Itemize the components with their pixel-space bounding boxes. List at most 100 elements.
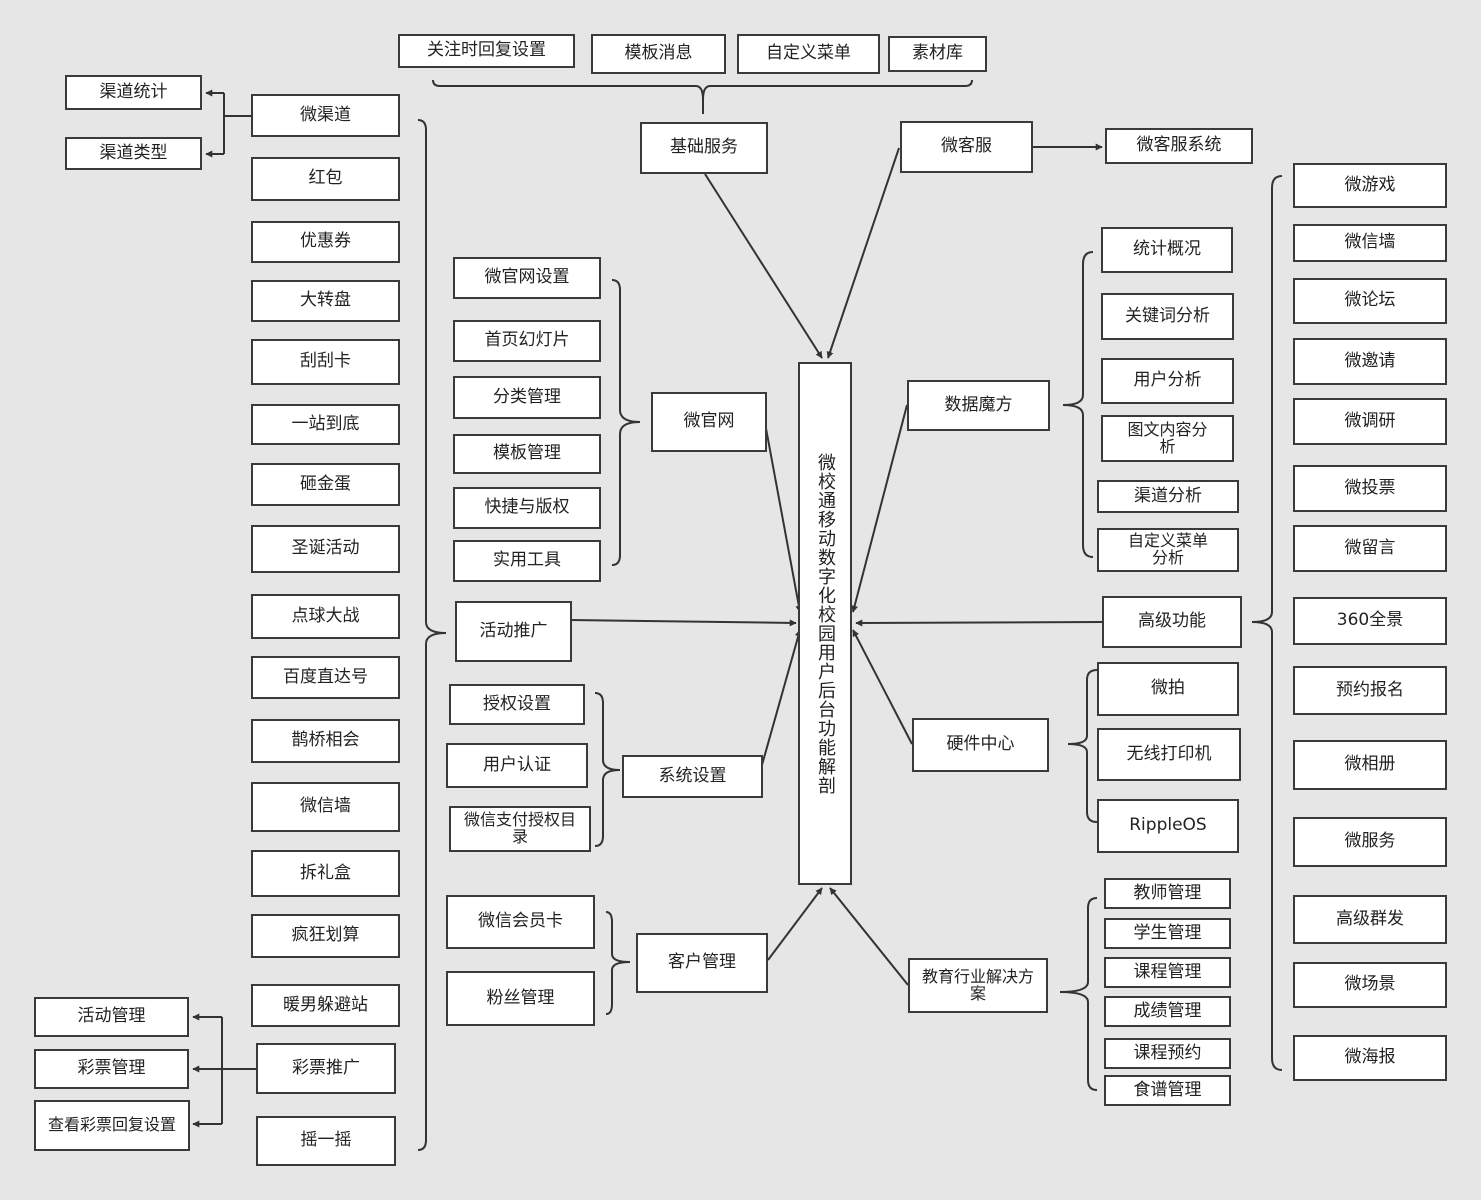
center-title: 微校通移动数字化校园用户后台功能解剖 [815,452,836,795]
node-membership-card[interactable]: 微信会员卡 [446,895,595,949]
arrow-advanced [855,619,1103,627]
arrow-system [761,629,802,766]
arrow-data [851,404,908,613]
node-user-verify[interactable]: 用户认证 [446,743,588,788]
node-stats-overview[interactable]: 统计概况 [1101,227,1233,273]
node-menu-manage[interactable]: 食谱管理 [1104,1075,1231,1106]
node-category-manage[interactable]: 分类管理 [453,376,601,419]
node-micro-album[interactable]: 微相册 [1293,740,1447,790]
node-auth-settings[interactable]: 授权设置 [449,684,585,725]
node-micro-vote[interactable]: 微投票 [1293,465,1447,512]
node-education-solution[interactable]: 教育行业解决方案 [908,958,1048,1013]
node-scratch-card[interactable]: 刮刮卡 [251,339,400,385]
node-micro-channel[interactable]: 微渠道 [251,94,400,137]
node-booking[interactable]: 预约报名 [1293,666,1447,715]
node-customer-service-system[interactable]: 微客服系统 [1105,128,1253,164]
node-activity-manage[interactable]: 活动管理 [34,997,189,1037]
brace-education [1059,897,1098,1091]
node-micro-message[interactable]: 微留言 [1293,525,1447,572]
node-coupon[interactable]: 优惠券 [251,221,400,263]
node-official-site[interactable]: 微官网 [651,392,767,452]
brace-data [1062,251,1094,558]
node-hardware-center[interactable]: 硬件中心 [912,718,1049,772]
node-customer-management[interactable]: 客户管理 [636,933,768,993]
node-micro-survey[interactable]: 微调研 [1293,398,1447,445]
node-crazy-bargain[interactable]: 疯狂划算 [251,914,400,958]
node-data-cube[interactable]: 数据魔方 [907,380,1050,431]
node-utility-tools[interactable]: 实用工具 [453,540,601,582]
node-rippleos[interactable]: RippleOS [1097,799,1239,853]
arrow-customer [767,887,823,961]
center-title-box[interactable]: 微校通移动数字化校园用户后台功能解剖 [798,362,852,885]
node-christmas[interactable]: 圣诞活动 [251,525,400,573]
node-mass-send[interactable]: 高级群发 [1293,895,1447,944]
node-big-wheel[interactable]: 大转盘 [251,280,400,322]
node-micro-service[interactable]: 微服务 [1293,817,1447,867]
node-teacher-manage[interactable]: 教师管理 [1104,878,1231,909]
node-panorama-360[interactable]: 360全景 [1293,597,1447,645]
lottery-sub-connector [221,1017,256,1124]
channel-sub-connector [223,93,252,154]
node-penalty-kick[interactable]: 点球大战 [251,594,400,639]
node-warm-man-shelter[interactable]: 暖男躲避站 [251,984,400,1027]
arrow-activity [569,619,797,627]
node-template-message[interactable]: 模板消息 [591,34,726,74]
node-fan-management[interactable]: 粉丝管理 [446,971,595,1026]
node-content-analysis[interactable]: 图文内容分析 [1101,415,1234,462]
brace-customer [605,911,631,1015]
arrow-customer-service [826,147,900,359]
node-custom-menu[interactable]: 自定义菜单 [737,34,880,74]
node-red-packet[interactable]: 红包 [251,157,400,201]
arrow-official-site [764,422,803,613]
node-shake[interactable]: 摇一摇 [256,1116,396,1166]
node-lottery-manage[interactable]: 彩票管理 [34,1049,189,1089]
node-menu-analysis[interactable]: 自定义菜单分析 [1097,528,1239,572]
node-homepage-slides[interactable]: 首页幻灯片 [453,320,601,362]
node-quiz-to-end[interactable]: 一站到底 [251,404,400,445]
node-activity-promotion[interactable]: 活动推广 [455,601,572,662]
node-system-settings[interactable]: 系统设置 [622,755,763,798]
node-grade-manage[interactable]: 成绩管理 [1104,996,1231,1027]
node-material-library[interactable]: 素材库 [888,36,987,72]
arrow-base-service [704,173,823,359]
node-micro-forum[interactable]: 微论坛 [1293,278,1447,324]
node-smash-egg[interactable]: 砸金蛋 [251,463,400,506]
arrow-hardware [852,629,913,745]
node-micro-game[interactable]: 微游戏 [1293,163,1447,208]
node-wireless-printer[interactable]: 无线打印机 [1097,728,1241,781]
node-channel-type[interactable]: 渠道类型 [65,137,202,170]
brace-activity [417,119,447,1151]
node-channel-stats[interactable]: 渠道统计 [65,75,202,110]
node-wechat-wall[interactable]: 微信墙 [251,782,400,832]
brace-official-site [611,279,641,566]
node-template-manage[interactable]: 模板管理 [453,434,601,474]
node-customer-service[interactable]: 微客服 [900,121,1033,173]
node-open-gift-box[interactable]: 拆礼盒 [251,850,400,897]
node-micro-invite[interactable]: 微邀请 [1293,338,1447,385]
node-micro-poster[interactable]: 微海报 [1293,1035,1447,1081]
node-micro-photo[interactable]: 微拍 [1097,662,1239,716]
brace-hardware [1067,669,1098,823]
node-channel-analysis[interactable]: 渠道分析 [1097,480,1239,513]
node-keyword-analysis[interactable]: 关键词分析 [1101,293,1234,340]
brace-system [594,692,621,847]
node-student-manage[interactable]: 学生管理 [1104,918,1231,949]
node-magpie-bridge[interactable]: 鹊桥相会 [251,719,400,763]
node-micro-scene[interactable]: 微场景 [1293,962,1447,1008]
arrow-education [829,887,909,986]
node-wechat-pay-directory[interactable]: 微信支付授权目录 [449,806,591,852]
node-adv-wechat-wall[interactable]: 微信墙 [1293,224,1447,262]
brace-base-service [432,79,973,114]
node-shortcut-copyright[interactable]: 快捷与版权 [453,487,601,529]
node-lottery-promotion[interactable]: 彩票推广 [256,1043,396,1094]
node-site-settings[interactable]: 微官网设置 [453,257,601,299]
node-course-manage[interactable]: 课程管理 [1104,957,1231,988]
node-base-service[interactable]: 基础服务 [640,122,768,174]
node-baidu-direct[interactable]: 百度直达号 [251,656,400,699]
node-advanced-functions[interactable]: 高级功能 [1102,596,1242,648]
node-lottery-reply-settings[interactable]: 查看彩票回复设置 [34,1100,190,1151]
node-course-booking[interactable]: 课程预约 [1104,1038,1231,1069]
node-user-analysis[interactable]: 用户分析 [1101,358,1234,404]
node-follow-reply-settings[interactable]: 关注时回复设置 [398,34,575,68]
